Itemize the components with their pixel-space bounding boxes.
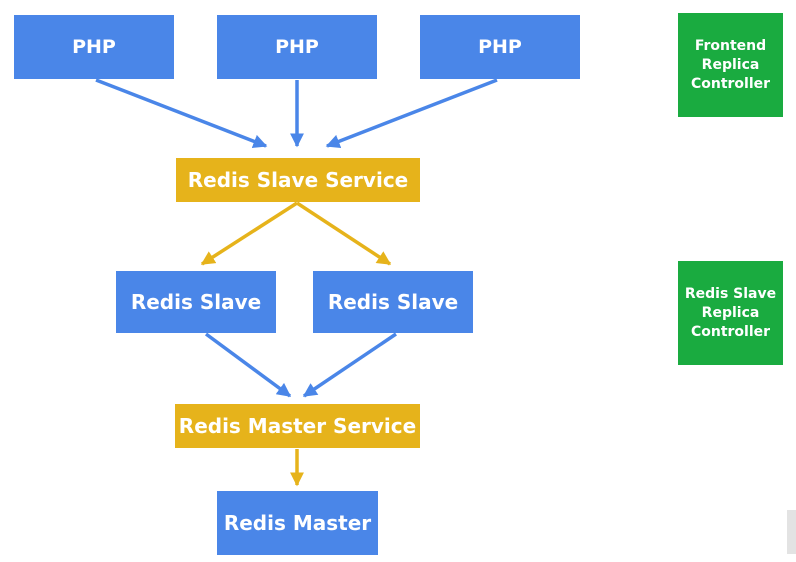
redis-slave-pod-1-label: Redis Slave [130,290,262,314]
php-pod-1: PHP [14,15,174,79]
redis-slave-service-label: Redis Slave Service [187,168,409,192]
redis-slave-pod-2: Redis Slave [313,271,473,333]
arrow-php-1-to-slave-service [95,78,268,148]
php-pod-2-label: PHP [275,36,319,58]
php-pod-1-label: PHP [72,36,116,58]
php-pod-3-label: PHP [478,36,522,58]
redis-master-pod: Redis Master [217,491,378,555]
arrow-slave-service-to-slave-2 [296,201,392,266]
arrow-slave-2-to-master-service [302,332,397,398]
redis-slave-pod-1: Redis Slave [116,271,276,333]
frontend-replica-controller: Frontend Replica Controller [678,13,783,117]
redis-master-service-label: Redis Master Service [178,414,417,438]
arrow-php-3-to-slave-service [325,78,498,148]
redis-master-pod-label: Redis Master [223,511,372,535]
redis-slave-pod-2-label: Redis Slave [327,290,459,314]
redis-slave-replica-controller: Redis Slave Replica Controller [678,261,783,365]
redis-slave-service: Redis Slave Service [176,158,420,202]
arrow-slave-service-to-slave-1 [200,201,298,266]
php-pod-3: PHP [420,15,580,79]
edge-fragment [787,510,796,554]
php-pod-2: PHP [217,15,377,79]
redis-slave-replica-controller-label: Redis Slave Replica Controller [684,285,777,340]
redis-master-service: Redis Master Service [175,404,420,448]
frontend-replica-controller-label: Frontend Replica Controller [690,37,771,92]
arrow-slave-1-to-master-service [204,332,292,398]
